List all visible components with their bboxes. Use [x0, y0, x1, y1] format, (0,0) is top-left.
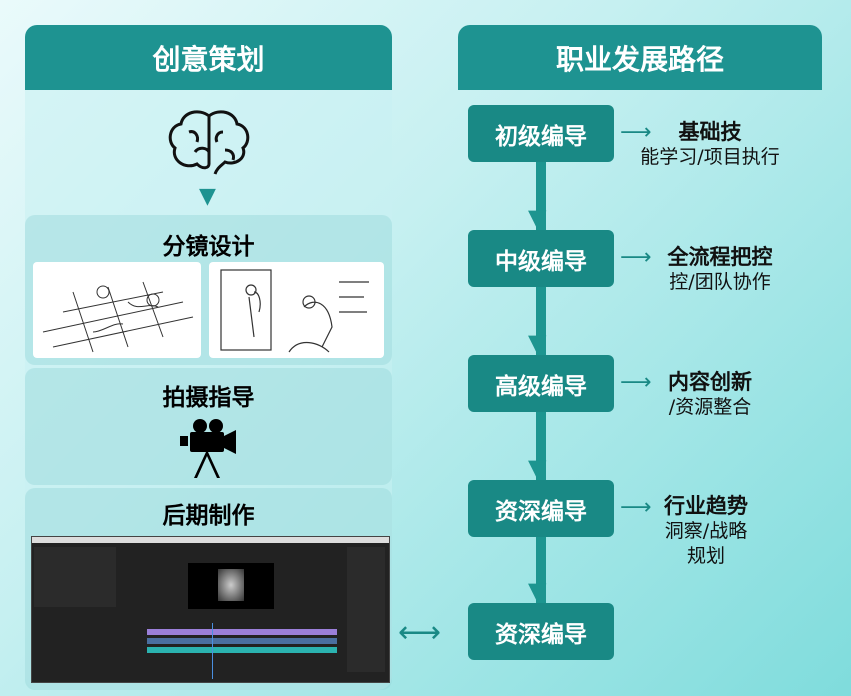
- movie-camera-icon: [178, 418, 238, 482]
- filming-section: 拍摄指导: [25, 368, 392, 485]
- right-panel-title: 职业发展路径: [458, 25, 822, 90]
- storyboard-sketch-1: [33, 262, 201, 358]
- level-box-senior: 高级编导: [468, 355, 614, 412]
- desc-bold: 基础技: [678, 120, 742, 144]
- bidirectional-arrow-icon: ⟷: [398, 615, 442, 650]
- video-editor-screenshot: [31, 536, 390, 683]
- level-box-mid: 中级编导: [468, 230, 614, 287]
- level-desc-expert: 行业趋势洞察/战略规划: [660, 494, 752, 569]
- post-production-title: 后期制作: [162, 503, 255, 529]
- desc-text: /资源整合: [668, 396, 752, 418]
- storyboard-sketch-2: [209, 262, 384, 358]
- desc-text: 能学习/项目执行: [640, 146, 780, 168]
- level-box-expert-2: 资深编导: [468, 603, 614, 660]
- level-desc-senior: 内容创新/资源整合: [640, 370, 780, 420]
- desc-bold: 全流程把控: [667, 245, 773, 269]
- brain-icon: [165, 108, 253, 180]
- desc-bold: 内容创新: [668, 370, 752, 394]
- storyboard-title: 分镜设计: [162, 234, 255, 260]
- down-arrow-icon: ▼: [199, 184, 216, 209]
- level-desc-mid: 全流程把控控/团队协作: [640, 245, 800, 295]
- level-box-junior: 初级编导: [468, 105, 614, 162]
- filming-title: 拍摄指导: [162, 385, 255, 411]
- level-box-expert: 资深编导: [468, 480, 614, 537]
- desc-text: 洞察/战略规划: [664, 520, 748, 567]
- level-desc-junior: 基础技能学习/项目执行: [630, 120, 790, 170]
- desc-bold: 行业趋势: [664, 494, 748, 518]
- left-panel-title: 创意策划: [25, 25, 392, 90]
- desc-text: 控/团队协作: [669, 271, 771, 293]
